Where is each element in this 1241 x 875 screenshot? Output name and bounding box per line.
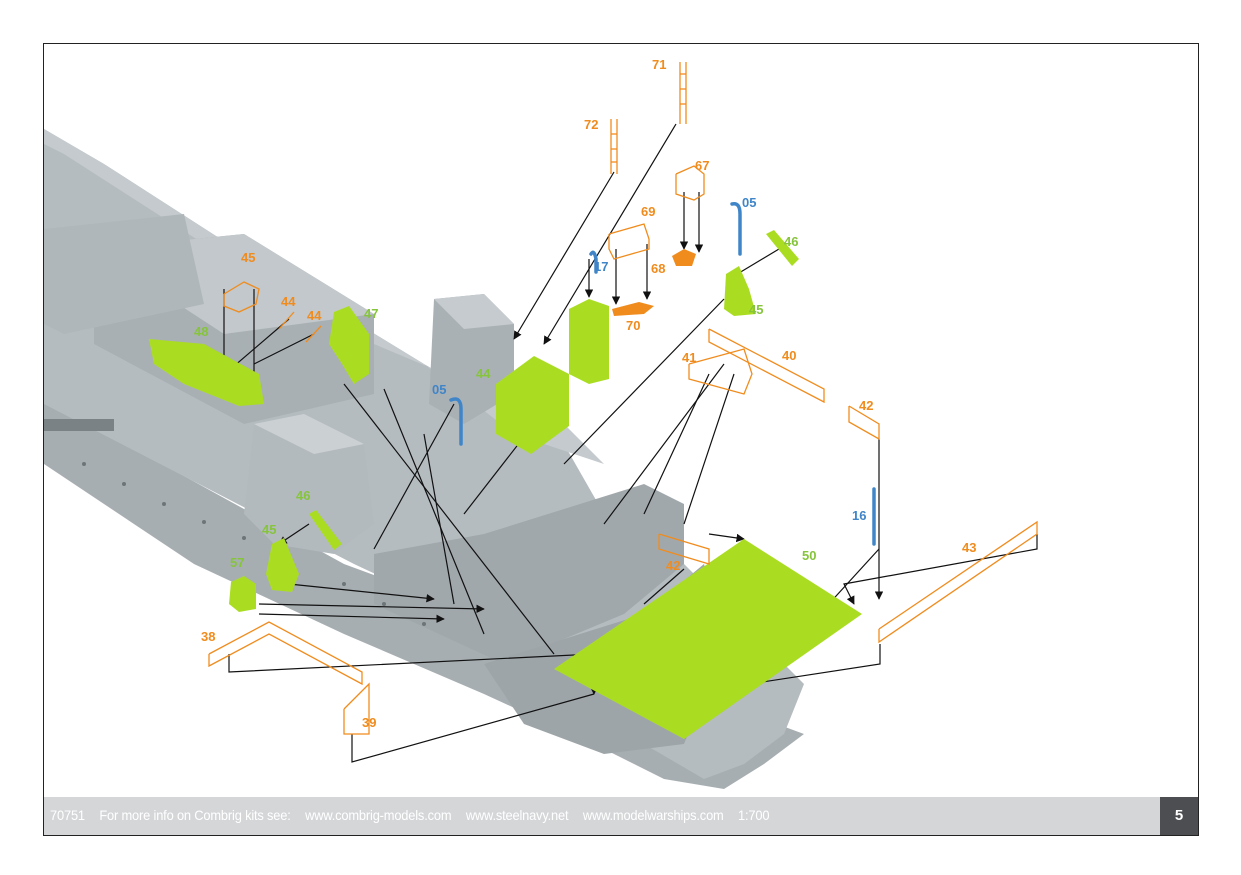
- part-70-plate: [612, 302, 654, 316]
- label-42-bottom: 42: [666, 558, 680, 573]
- label-38: 38: [201, 629, 215, 644]
- part-68-plate: [672, 249, 696, 266]
- footer-bar: 70751 For more info on Combrig kits see:…: [44, 797, 1198, 835]
- kit-number: 70751: [50, 807, 85, 823]
- label-67: 67: [695, 158, 709, 173]
- part-45-crane-bottom: [266, 538, 299, 592]
- part-57-fitting: [229, 576, 256, 612]
- part-69-rail: [608, 223, 650, 260]
- forward-deckhouse: [44, 214, 204, 334]
- site-link-steelnavy[interactable]: www.steelnavy.net: [465, 807, 569, 823]
- label-16: 16: [852, 508, 866, 523]
- label-45-top: 45: [749, 302, 763, 317]
- part-45-crane-top: [724, 266, 756, 316]
- orange-parts: [208, 62, 1038, 735]
- label-45-boat: 45: [241, 250, 255, 265]
- part-71-ladder: [679, 62, 687, 124]
- label-70: 70: [626, 318, 640, 333]
- part-40-rail: [708, 328, 825, 404]
- mid-tower-top: [434, 294, 514, 329]
- blue-parts: [449, 201, 876, 546]
- mid-tower: [429, 294, 514, 424]
- green-parts: [149, 230, 862, 739]
- label-39: 39: [362, 715, 376, 730]
- label-46-bottom: 46: [296, 488, 310, 503]
- side-grille: [44, 419, 114, 431]
- label-44-b: 44: [307, 308, 322, 323]
- label-71: 71: [652, 57, 666, 72]
- label-69: 69: [641, 204, 655, 219]
- part-number-labels: 71 72 67 69 05 46 17 68 70 45 45 44 44 4…: [194, 57, 976, 730]
- part-05-pipe-mid: [449, 397, 463, 446]
- stern-well-deck: [374, 484, 684, 664]
- part-17-mast-blue: [589, 250, 598, 274]
- label-05-mid: 05: [432, 382, 446, 397]
- part-43-rail: [878, 520, 1038, 644]
- label-17: 17: [594, 259, 608, 274]
- part-42-rail-top: [848, 405, 880, 441]
- part-48-lifeboat: [149, 339, 264, 406]
- instruction-sheet-frame: 71 72 67 69 05 46 17 68 70 45 45 44 44 4…: [43, 43, 1199, 836]
- label-46-top: 46: [784, 234, 798, 249]
- orange-solid-parts: [612, 249, 696, 316]
- assembly-diagram: 71 72 67 69 05 46 17 68 70 45 45 44 44 4…: [44, 57, 1038, 789]
- part-44-strut-b: [305, 325, 322, 343]
- label-43: 43: [962, 540, 976, 555]
- part-44-strut-a: [278, 311, 295, 330]
- page-number: 5: [1160, 797, 1198, 835]
- part-38-rail: [208, 621, 363, 686]
- label-40: 40: [782, 348, 796, 363]
- label-45-bottom: 45: [262, 522, 276, 537]
- part-46-arm-bottom: [309, 510, 342, 550]
- aft-deckhouse-top: [254, 414, 364, 454]
- part-47-davit: [329, 306, 369, 384]
- label-47: 47: [364, 306, 378, 321]
- label-44-green: 44: [476, 366, 491, 381]
- part-72-ladder: [610, 119, 618, 174]
- aft-deckhouse: [244, 414, 374, 554]
- label-44-a: 44: [281, 294, 296, 309]
- scale-text: 1:700: [738, 807, 770, 823]
- portholes: [82, 462, 426, 626]
- label-42-top: 42: [859, 398, 873, 413]
- part-42-rail-bottom: [658, 533, 710, 565]
- part-39-rail: [343, 682, 370, 735]
- label-41: 41: [682, 350, 696, 365]
- part-17-mast: [569, 299, 609, 384]
- part-41-rail: [688, 348, 753, 395]
- part-05-pipe-top: [730, 201, 742, 256]
- label-50: 50: [802, 548, 816, 563]
- part-45-frame: [223, 281, 260, 313]
- part-46-arm-top: [766, 230, 799, 266]
- site-link-combrig[interactable]: www.combrig-models.com: [305, 807, 452, 823]
- label-48: 48: [194, 324, 208, 339]
- label-57: 57: [230, 555, 244, 570]
- part-50-deck-plate: [554, 539, 862, 739]
- part-44-block: [496, 356, 569, 454]
- part-67-rail: [675, 165, 705, 201]
- info-text: For more info on Combrig kits see:: [99, 807, 291, 823]
- label-72: 72: [584, 117, 598, 132]
- site-link-modelwarships[interactable]: www.modelwarships.com: [582, 807, 724, 823]
- label-68: 68: [651, 261, 665, 276]
- label-05-top: 05: [742, 195, 756, 210]
- footer-text: 70751 For more info on Combrig kits see:…: [50, 807, 780, 823]
